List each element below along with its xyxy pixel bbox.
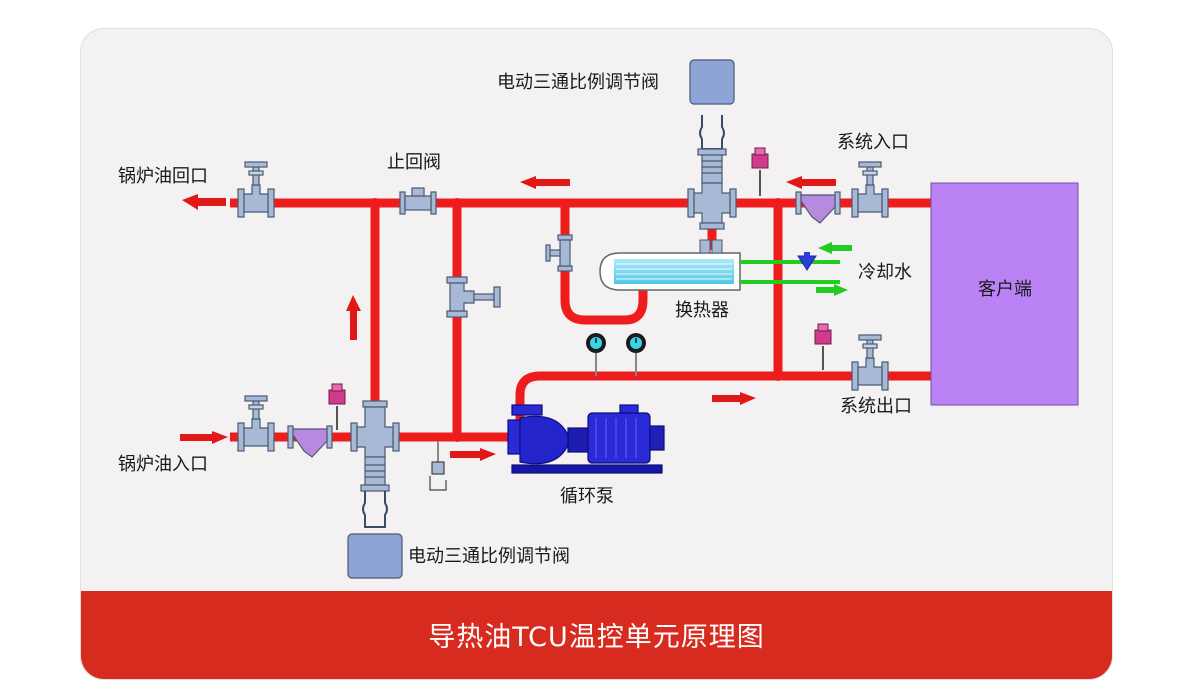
valve-system-outlet xyxy=(851,334,889,391)
label-system-inlet: 系统入口 xyxy=(837,132,909,153)
valve-system-inlet xyxy=(851,161,889,218)
label-boiler-oil-inlet: 锅炉油入口 xyxy=(118,454,208,475)
filter-system-inlet xyxy=(795,191,841,224)
valve-bypass xyxy=(446,276,501,318)
arrow-up-left xyxy=(346,295,361,340)
arrow-top-mid xyxy=(520,176,570,189)
heat-exchanger xyxy=(599,239,741,291)
flow-switch xyxy=(429,441,447,491)
cooling-water-lines xyxy=(740,242,852,296)
label-cooling-water: 冷却水 xyxy=(858,262,912,283)
label-top-valve: 电动三通比例调节阀 xyxy=(497,72,659,93)
valve-exchanger-branch xyxy=(545,234,573,272)
temperature-sensor-boiler xyxy=(328,383,346,430)
arrow-system-outlet xyxy=(712,392,756,405)
three-way-valve-bottom xyxy=(347,400,403,579)
client-label: 客户端 xyxy=(978,279,1032,300)
temperature-sensor-inlet xyxy=(751,147,769,196)
label-bottom-valve: 电动三通比例调节阀 xyxy=(408,546,570,567)
temperature-sensor-outlet xyxy=(814,323,832,370)
valve-boiler-return xyxy=(237,161,275,218)
label-boiler-oil-return: 锅炉油回口 xyxy=(118,166,208,187)
footer-banner: 导热油TCU温控单元原理图 xyxy=(81,591,1112,679)
cooling-water-valve xyxy=(797,252,817,271)
pressure-gauge-1 xyxy=(586,333,606,376)
check-valve xyxy=(399,187,437,215)
arrow-boiler-inlet xyxy=(180,431,228,444)
circulation-pump xyxy=(507,404,665,474)
label-circulation-pump: 循环泵 xyxy=(560,486,614,507)
pressure-gauge-2 xyxy=(626,333,646,376)
diagram-title: 导热油TCU温控单元原理图 xyxy=(428,622,765,653)
label-system-outlet: 系统出口 xyxy=(840,396,912,417)
flow-arrows xyxy=(180,176,836,461)
arrow-cooling-in xyxy=(818,242,852,254)
arrow-cooling-out xyxy=(816,284,848,296)
label-heat-exchanger: 换热器 xyxy=(675,300,729,321)
arrow-to-pump xyxy=(450,448,496,461)
arrow-boiler-return xyxy=(182,194,226,210)
valve-boiler-inlet xyxy=(237,395,275,452)
three-way-valve-top xyxy=(687,59,737,230)
client-box xyxy=(930,182,1079,406)
arrow-system-inlet xyxy=(786,176,836,189)
label-check-valve: 止回阀 xyxy=(387,152,441,173)
filter-boiler-inlet xyxy=(287,425,333,458)
